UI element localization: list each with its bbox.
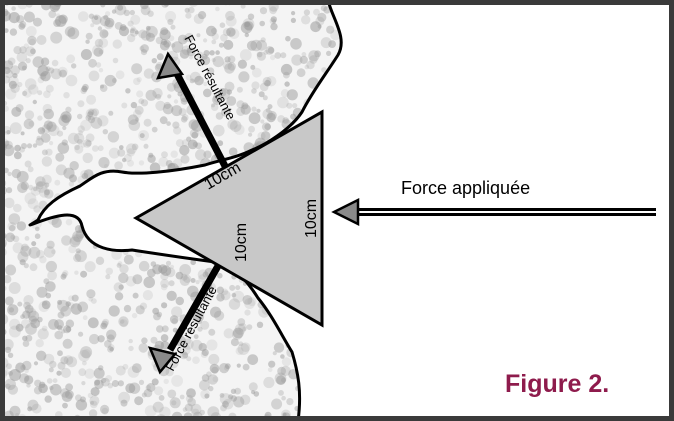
triangle-block bbox=[132, 109, 324, 328]
figure-caption: Figure 2. bbox=[505, 370, 609, 398]
applied-force-label: Force appliquée bbox=[401, 178, 530, 198]
applied-force-arrow bbox=[331, 197, 656, 227]
edge-label-right: 10cm bbox=[303, 199, 320, 238]
edge-label-bottom: 10cm bbox=[233, 223, 250, 262]
resultant-force-arrow-upper bbox=[155, 51, 230, 170]
resultant-force-arrow-lower bbox=[147, 264, 222, 375]
